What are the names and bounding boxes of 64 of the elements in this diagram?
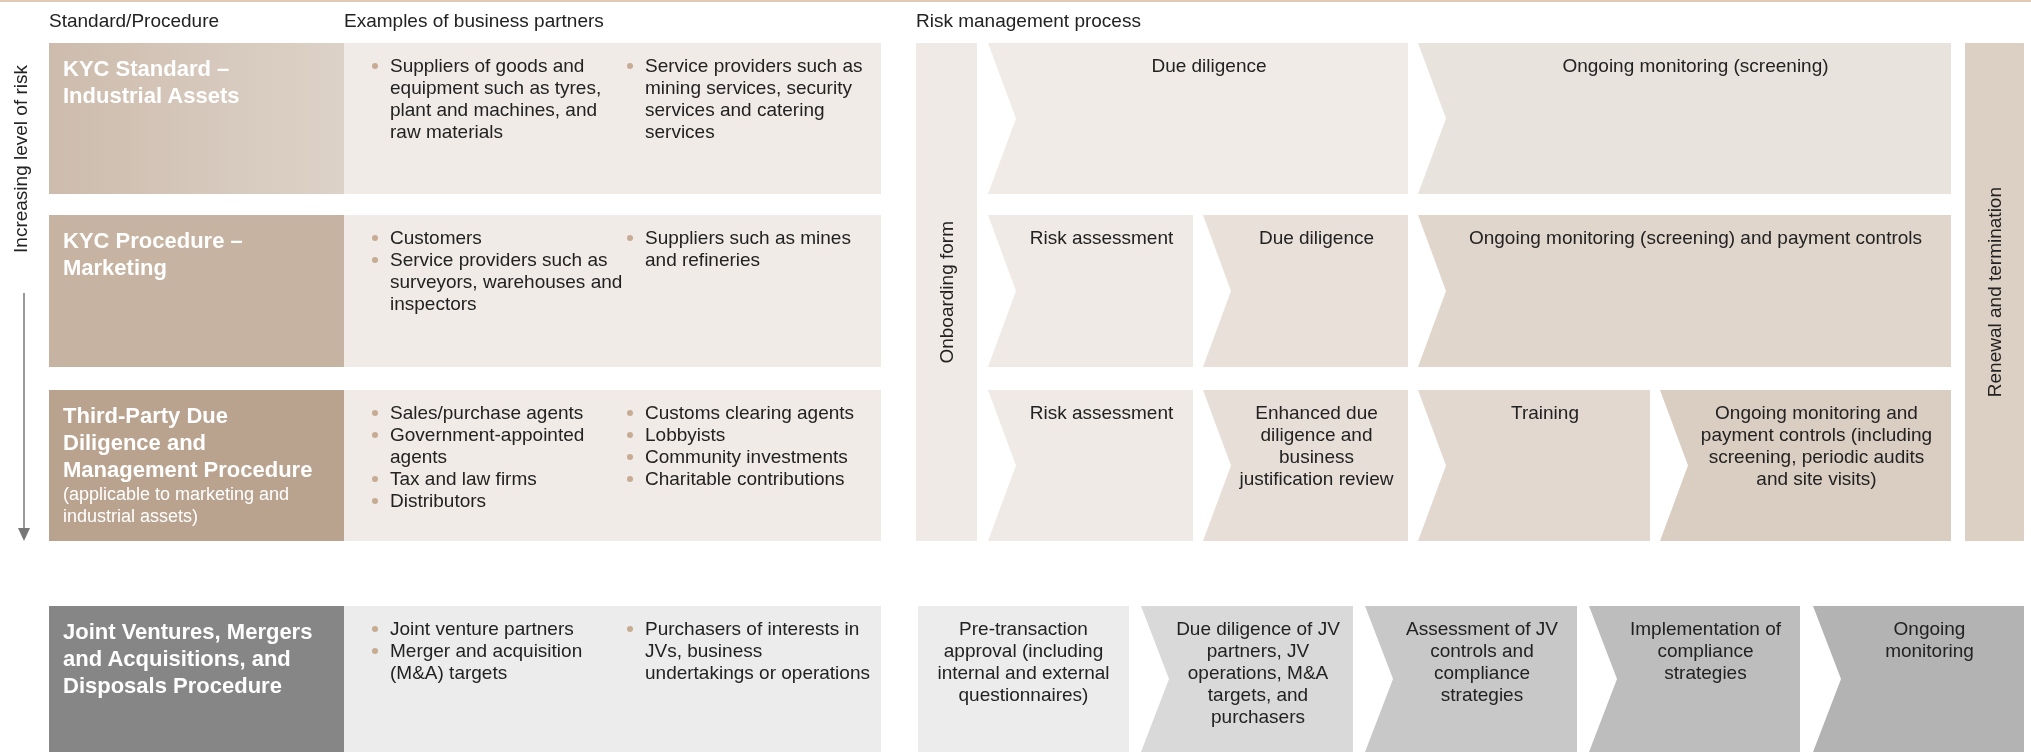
list-item: Merger and acquisition (M&A) targets <box>370 640 625 684</box>
procedure-note: (applicable to marketing and industrial assets) <box>63 483 291 527</box>
step-label: Due diligence of JV partners, JV operations, M&A targets, and purchasers <box>1176 618 1340 727</box>
chevron-step <box>1418 390 1650 541</box>
procedure-title: Third-Party Due Diligence and Management Procedure <box>63 403 313 482</box>
column-header: Risk management process <box>916 10 1141 32</box>
list-item: Suppliers of goods and equipment such as tyres, plant and machines, and raw materials <box>370 55 625 143</box>
procedure-panel <box>49 215 344 367</box>
procedure-panel <box>49 43 344 194</box>
step-label: Implementation of compliance strategies <box>1630 618 1781 683</box>
column-header: Standard/Procedure <box>49 10 220 32</box>
chevron-step <box>1141 606 1353 752</box>
list-item: Community investments <box>625 446 875 468</box>
process-band <box>1965 43 2024 541</box>
step-label: Risk assessment <box>1029 402 1174 423</box>
list-item: Service providers such as surveyors, warehouses and inspectors <box>370 249 625 315</box>
chevron-step <box>1589 606 1800 752</box>
list-item: Joint venture partners <box>370 618 625 640</box>
list-item: Distributors <box>370 490 625 512</box>
step-label: Enhanced due diligence and business justification review <box>1239 402 1394 489</box>
step-label: Due diligence <box>1151 55 1267 76</box>
process-band <box>916 43 977 541</box>
list-item: Tax and law firms <box>370 468 625 490</box>
chevron-step <box>1203 215 1408 367</box>
list-item: Suppliers such as mines and refineries <box>625 227 875 271</box>
partner-panel <box>344 43 881 194</box>
step-label: Ongoing monitoring <box>1885 618 1974 661</box>
chevron-step <box>988 390 1193 541</box>
partner-panel <box>344 215 881 367</box>
list-item: Purchasers of interests in JVs, business undertakings or operations <box>625 618 875 684</box>
chevron-step <box>1418 215 1951 367</box>
chevron-step <box>988 215 1193 367</box>
list-item: Customs clearing agents <box>625 402 875 424</box>
step-label: Risk assessment <box>1029 227 1174 248</box>
column-header: Examples of business partners <box>344 10 604 32</box>
step-label: Renewal and termination <box>1983 186 2006 398</box>
list-item: Customers <box>370 227 625 249</box>
step-label: Onboarding form <box>935 220 958 364</box>
list-item: Service providers such as mining services, security services and catering services <box>625 55 875 143</box>
chevron-step <box>1418 43 1951 194</box>
procedure-title: KYC Procedure – Marketing <box>63 228 243 280</box>
step-label: Due diligence <box>1258 227 1375 248</box>
partner-panel <box>344 606 881 752</box>
procedure-title: Joint Ventures, Mergers and Acquisitions, and Disposals Procedure <box>63 619 313 698</box>
procedure-panel <box>49 606 344 752</box>
partner-panel <box>344 390 881 541</box>
chevron-step <box>988 43 1408 194</box>
axis-label: Increasing level of risk <box>10 65 32 253</box>
procedure-title: KYC Standard – Industrial Assets <box>63 56 240 108</box>
step-label: Ongoing monitoring (screening) and payment controls <box>1468 227 1923 248</box>
step-label: Assessment of JV controls and compliance strategies <box>1405 618 1559 705</box>
procedure-panel <box>49 390 344 541</box>
step-label: Training <box>1511 402 1579 423</box>
step-label: Ongoing monitoring (screening) <box>1562 55 1829 76</box>
chevron-step <box>1660 390 1951 541</box>
step-label: Pre-transaction approval (including internal and external questionnaires) <box>937 618 1110 705</box>
list-item: Lobbyists <box>625 424 875 446</box>
list-item: Charitable contributions <box>625 468 875 490</box>
chevron-step <box>1813 606 2024 752</box>
list-item: Sales/purchase agents <box>370 402 625 424</box>
chevron-step <box>1203 390 1408 541</box>
step-label: Ongoing monitoring and payment controls (including screening, periodic audits and site visits) <box>1700 402 1933 489</box>
list-item: Government-appointed agents <box>370 424 625 468</box>
chevron-step <box>1365 606 1577 752</box>
